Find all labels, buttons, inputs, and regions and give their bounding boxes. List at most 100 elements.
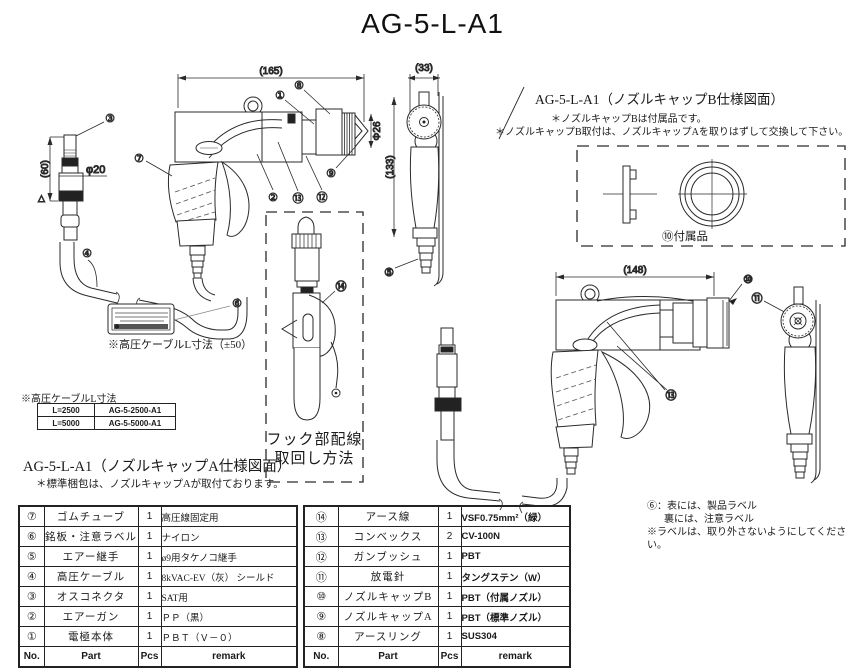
callout-1: ① xyxy=(275,90,285,102)
table-row: ⑨ ノズルキャップA 1 PBT（標準ノズル） xyxy=(303,606,571,627)
cell-no: ⑫ xyxy=(303,546,339,567)
hook-routing-box: ⑭ xyxy=(265,211,364,483)
table-row: ④ 高圧ケーブル 1 8kVAC-EV（灰） シールド xyxy=(18,566,298,587)
header-pcs: Pcs xyxy=(137,646,162,668)
datum-triangle: △ xyxy=(38,193,45,203)
cell-part: エアーガン xyxy=(43,606,139,627)
cell-pcs: 1 xyxy=(137,526,162,547)
cell-pcs: 1 xyxy=(137,566,162,587)
dim-60: (60) xyxy=(40,160,51,178)
dim-133: (133) xyxy=(385,155,396,178)
label-note-line1: ⑥：表には、製品ラベル xyxy=(647,501,757,512)
cable-length-table: L=2500 AG-5-2500-A1 L=5000 AG-5-5000-A1 xyxy=(37,403,176,430)
callout-10: ⑩ xyxy=(743,274,753,286)
cell-pcs: 1 xyxy=(437,586,462,607)
header-part: Part xyxy=(337,646,439,668)
cell-no: ⑨ xyxy=(303,606,339,627)
cell-part: 電極本体 xyxy=(43,626,139,647)
left-side-view: (33) (133) ⑤ xyxy=(384,63,444,287)
cell-remark: ＰＰ（黒） xyxy=(160,606,298,627)
cell-part: ノズルキャップA xyxy=(337,606,439,627)
header-remark: remark xyxy=(460,646,571,668)
table-row: ② エアーガン 1 ＰＰ（黒） xyxy=(18,606,298,627)
parts-table-right: ⑭ アース線 1 VSF0.75mm²（緑） ⑬ コンベックス 2 CV-100… xyxy=(303,505,571,668)
cell-pcs: 2 xyxy=(437,526,462,547)
cell-pcs: 1 xyxy=(137,505,162,527)
cell-remark: PBT（標準ノズル） xyxy=(460,606,571,627)
cell-remark: PBT xyxy=(460,546,571,567)
cable-table-row: L=5000 AG-5-5000-A1 xyxy=(37,416,176,430)
cell-part: 銘板・注意ラベル xyxy=(43,526,139,547)
cell-pcs: 1 xyxy=(137,586,162,607)
callout-11: ⑪ xyxy=(752,292,763,305)
callout-13-left: ⑬ xyxy=(293,192,304,205)
cap-b-title: AG-5-L-A1（ノズルキャップB仕様図面） xyxy=(535,92,784,107)
cell-no: ⑩ xyxy=(303,586,339,607)
cap-b-accessory-views xyxy=(498,86,846,247)
cell-part: ガンブッシュ xyxy=(337,546,439,567)
callout-7: ⑦ xyxy=(134,153,144,165)
cell-no: ③ xyxy=(18,586,45,607)
callout-2: ② xyxy=(268,192,278,204)
cable-model-cell: AG-5-5000-A1 xyxy=(94,416,176,430)
table-row: ⑬ コンベックス 2 CV-100N xyxy=(303,526,571,547)
hook-routing-label-line1: フック部配線 xyxy=(266,432,363,448)
label-notes: ⑥：表には、製品ラベル 裏には、注意ラベル ※ラベルは、取り外さないようにしてく… xyxy=(647,500,865,552)
cell-pcs: 1 xyxy=(437,566,462,587)
cell-part: ノズルキャップB xyxy=(337,586,439,607)
cable-length-note: ※高圧ケーブルL寸法（±50） xyxy=(108,339,253,351)
table-row: ⑦ ゴムチューブ 1 高圧線固定用 xyxy=(18,505,298,527)
cell-part: ゴムチューブ xyxy=(43,505,139,527)
cell-part: オスコネクタ xyxy=(43,586,139,607)
cell-pcs: 1 xyxy=(437,606,462,627)
callout-5: ⑤ xyxy=(384,267,394,279)
cell-remark: SUS304 xyxy=(460,626,571,647)
cell-remark: VSF0.75mm²（緑） xyxy=(460,505,571,527)
dim-148: (148) xyxy=(623,265,646,276)
right-gun-view: (148) xyxy=(434,265,791,514)
cell-pcs: 1 xyxy=(137,606,162,627)
cable-model-cell: AG-5-2500-A1 xyxy=(94,403,176,417)
cell-remark: タングステン（W） xyxy=(460,566,571,587)
callout-14: ⑭ xyxy=(336,280,347,293)
cell-no: ① xyxy=(18,626,45,647)
cell-remark: ø9用タケノコ継手 xyxy=(160,546,298,567)
table-row: ⑩ ノズルキャップB 1 PBT（付属ノズル） xyxy=(303,586,571,607)
callout-12: ⑫ xyxy=(317,191,328,204)
cell-no: ⑤ xyxy=(18,546,45,567)
accessory-label: ⑩付属品 xyxy=(662,231,708,243)
cell-no: ⑭ xyxy=(303,505,339,527)
cable-length-cell: L=2500 xyxy=(37,403,95,417)
header-part: Part xyxy=(43,646,139,668)
callout-3: ③ xyxy=(105,113,115,125)
left-gun-view: (165) xyxy=(167,66,384,279)
right-side-view xyxy=(780,286,821,484)
cell-pcs: 1 xyxy=(137,546,162,567)
cable-length-cell: L=5000 xyxy=(37,416,95,430)
cell-part: アース線 xyxy=(337,505,439,527)
parts-table-left: ⑦ ゴムチューブ 1 高圧線固定用 ⑥ 銘板・注意ラベル 1 ナイロン ⑤ エア… xyxy=(18,505,298,668)
header-no: No. xyxy=(18,646,45,668)
callout-4: ④ xyxy=(82,248,92,260)
table-row: ⑤ エアー継手 1 ø9用タケノコ継手 xyxy=(18,546,298,567)
cell-part: コンベックス xyxy=(337,526,439,547)
cell-part: 高圧ケーブル xyxy=(43,566,139,587)
table-header-row: No. Part Pcs remark xyxy=(18,646,298,668)
table-row: ⑫ ガンブッシュ 1 PBT xyxy=(303,546,571,567)
cell-part: アースリング xyxy=(337,626,439,647)
cell-remark: PBT（付属ノズル） xyxy=(460,586,571,607)
cell-remark: ナイロン xyxy=(160,526,298,547)
table-row: ③ オスコネクタ 1 SAT用 xyxy=(18,586,298,607)
dim-33: (33) xyxy=(415,63,433,74)
callout-8: ⑧ xyxy=(294,80,304,92)
cell-pcs: 1 xyxy=(437,546,462,567)
left-view-callouts: ③ ⑦ ④ ⑥ ① ⑧ ⑨ ② ⑬ ⑫ xyxy=(75,80,357,321)
dim-phi26: Φ26 xyxy=(372,121,383,141)
page-title: AG-5-L-A1 xyxy=(361,8,504,39)
label-note-line3: ※ラベルは、取り外さないようにしてください。 xyxy=(647,527,847,551)
cap-a-note: ＊標準梱包は、ノズルキャップAが取付ております。 xyxy=(36,479,284,490)
table-row: ① 電極本体 1 ＰＢＴ（Ｖ－０） xyxy=(18,626,298,647)
callout-9: ⑨ xyxy=(326,168,336,180)
cell-remark: 8kVAC-EV（灰） シールド xyxy=(160,566,298,587)
